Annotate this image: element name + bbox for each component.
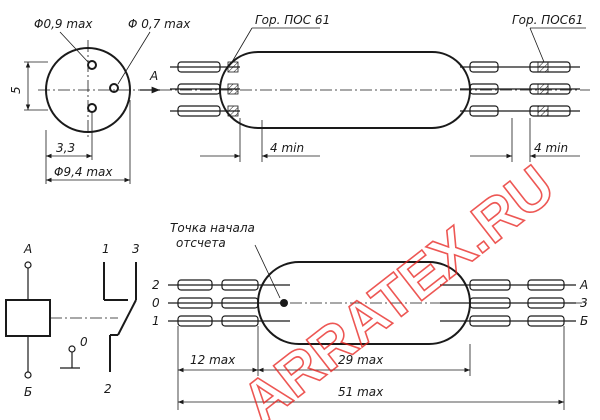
left-leads <box>170 61 240 117</box>
watermark-text: ARRATEX.RU <box>230 153 566 420</box>
body-diameter-label: Φ9,4 max <box>54 165 113 179</box>
reference-point-dot <box>280 299 288 307</box>
dimension-51-label: 51 max <box>338 385 384 399</box>
contact-1-label: 1 <box>102 242 110 256</box>
pin-b-label: Б <box>24 385 32 399</box>
lead-length-right-label: 4 min <box>534 141 568 155</box>
left-pin-0-label: 0 <box>152 296 160 310</box>
section-a-label: A <box>149 69 158 83</box>
solder-right-label: Гор. ПОС61 <box>512 13 583 27</box>
end-view: Φ0,9 max Φ 0,7 max 5 3,3 Φ9,4 max A <box>9 17 191 184</box>
dimension-29-label: 29 max <box>338 353 384 367</box>
wire-diameter-07-label: Φ 0,7 max <box>128 17 191 31</box>
dimension-5-label: 5 <box>9 86 23 94</box>
wire-hole-upper <box>87 60 97 70</box>
contact-2-label: 2 <box>104 382 112 396</box>
contact-3-label: 3 <box>132 242 140 256</box>
reference-point-label-line1: Точка начала <box>170 221 255 235</box>
dimension-12-label: 12 max <box>190 353 236 367</box>
lead-length-left-label: 4 min <box>270 141 304 155</box>
right-pin-a-label: A <box>579 278 588 292</box>
right-pin-3-label: 3 <box>580 296 588 310</box>
wire-hole-lower <box>87 103 97 113</box>
reference-point-label-line2: отсчета <box>176 236 226 250</box>
wire-hole-right <box>109 83 119 93</box>
pin-a-label: A <box>23 242 32 256</box>
pin-0-label: 0 <box>80 335 88 349</box>
left-pin-2-label: 2 <box>152 278 160 292</box>
bottom-side-view: Точка начала отсчета 2 0 1 A 3 Б 12 max … <box>152 221 590 410</box>
wire-diameter-09-label: Φ0,9 max <box>34 17 93 31</box>
coil-rectangle <box>5 299 51 337</box>
schematic-symbol: A Б 0 1 3 2 <box>5 242 140 399</box>
solder-left-label: Гор. ПОС 61 <box>255 13 330 27</box>
side-view: Гор. ПОС 61 Гор. ПОС61 4 min 4 min <box>160 13 590 162</box>
right-leads <box>460 61 580 117</box>
right-pin-b-label: Б <box>580 314 588 328</box>
left-pin-1-label: 1 <box>152 314 160 328</box>
dimension-33-label: 3,3 <box>56 141 75 155</box>
